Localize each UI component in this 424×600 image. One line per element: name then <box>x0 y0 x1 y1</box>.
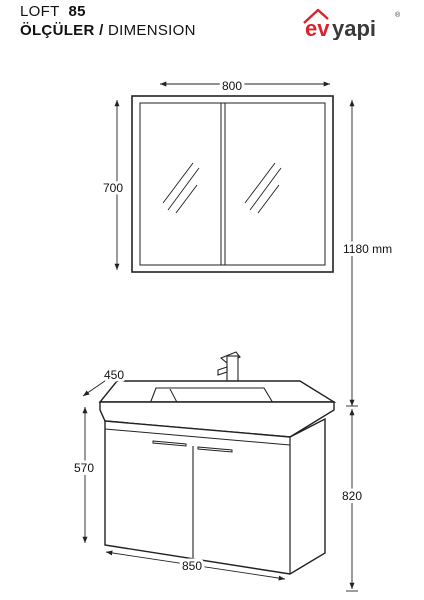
logo-text-yapi: yapi <box>332 16 376 40</box>
vanity-handle-right <box>197 446 233 453</box>
model-name: LOFT <box>20 3 60 20</box>
dimensions-heading: ÖLÇÜLER / DIMENSION <box>20 21 196 40</box>
mirror-reflection-left <box>162 162 194 204</box>
cabinet-height-label: 700 <box>103 181 123 195</box>
dimensions-heading-en: DIMENSION <box>103 22 196 39</box>
logo-registered-mark: ® <box>395 11 401 19</box>
total-height-label: 1180 mm <box>343 242 392 256</box>
vanity-cabinet-body <box>104 417 326 575</box>
vanity-unit <box>98 380 337 575</box>
logo-text-ev: ev <box>305 16 330 40</box>
cabinet-width-label: 800 <box>222 79 242 93</box>
basin-depth-label: 450 <box>104 368 124 382</box>
header: LOFT 85 ÖLÇÜLER / DIMENSION <box>20 2 196 40</box>
unit-width-dimension <box>105 550 286 581</box>
cabinet-inner-frame <box>139 102 326 266</box>
washbasin-top <box>98 380 337 403</box>
basin-depth-dimension <box>82 371 119 397</box>
total-height-dimension <box>346 100 358 407</box>
model-title: LOFT 85 <box>20 2 196 21</box>
mirror-reflection-right <box>244 162 276 204</box>
cabinet-outer-frame <box>131 95 334 273</box>
logo-roof-icon <box>303 8 329 24</box>
vanity-handle-left <box>152 440 187 447</box>
evyapi-logo: ev yapi ® <box>303 8 401 40</box>
mirror-cabinet <box>131 95 334 273</box>
model-number: 85 <box>68 3 86 20</box>
dimensions-heading-tr: ÖLÇÜLER / <box>20 22 104 39</box>
floor-height-label: 820 <box>342 489 362 503</box>
floor-height-dimension <box>346 409 358 592</box>
unit-height-label: 570 <box>74 461 94 475</box>
unit-width-label: 850 <box>182 559 202 573</box>
